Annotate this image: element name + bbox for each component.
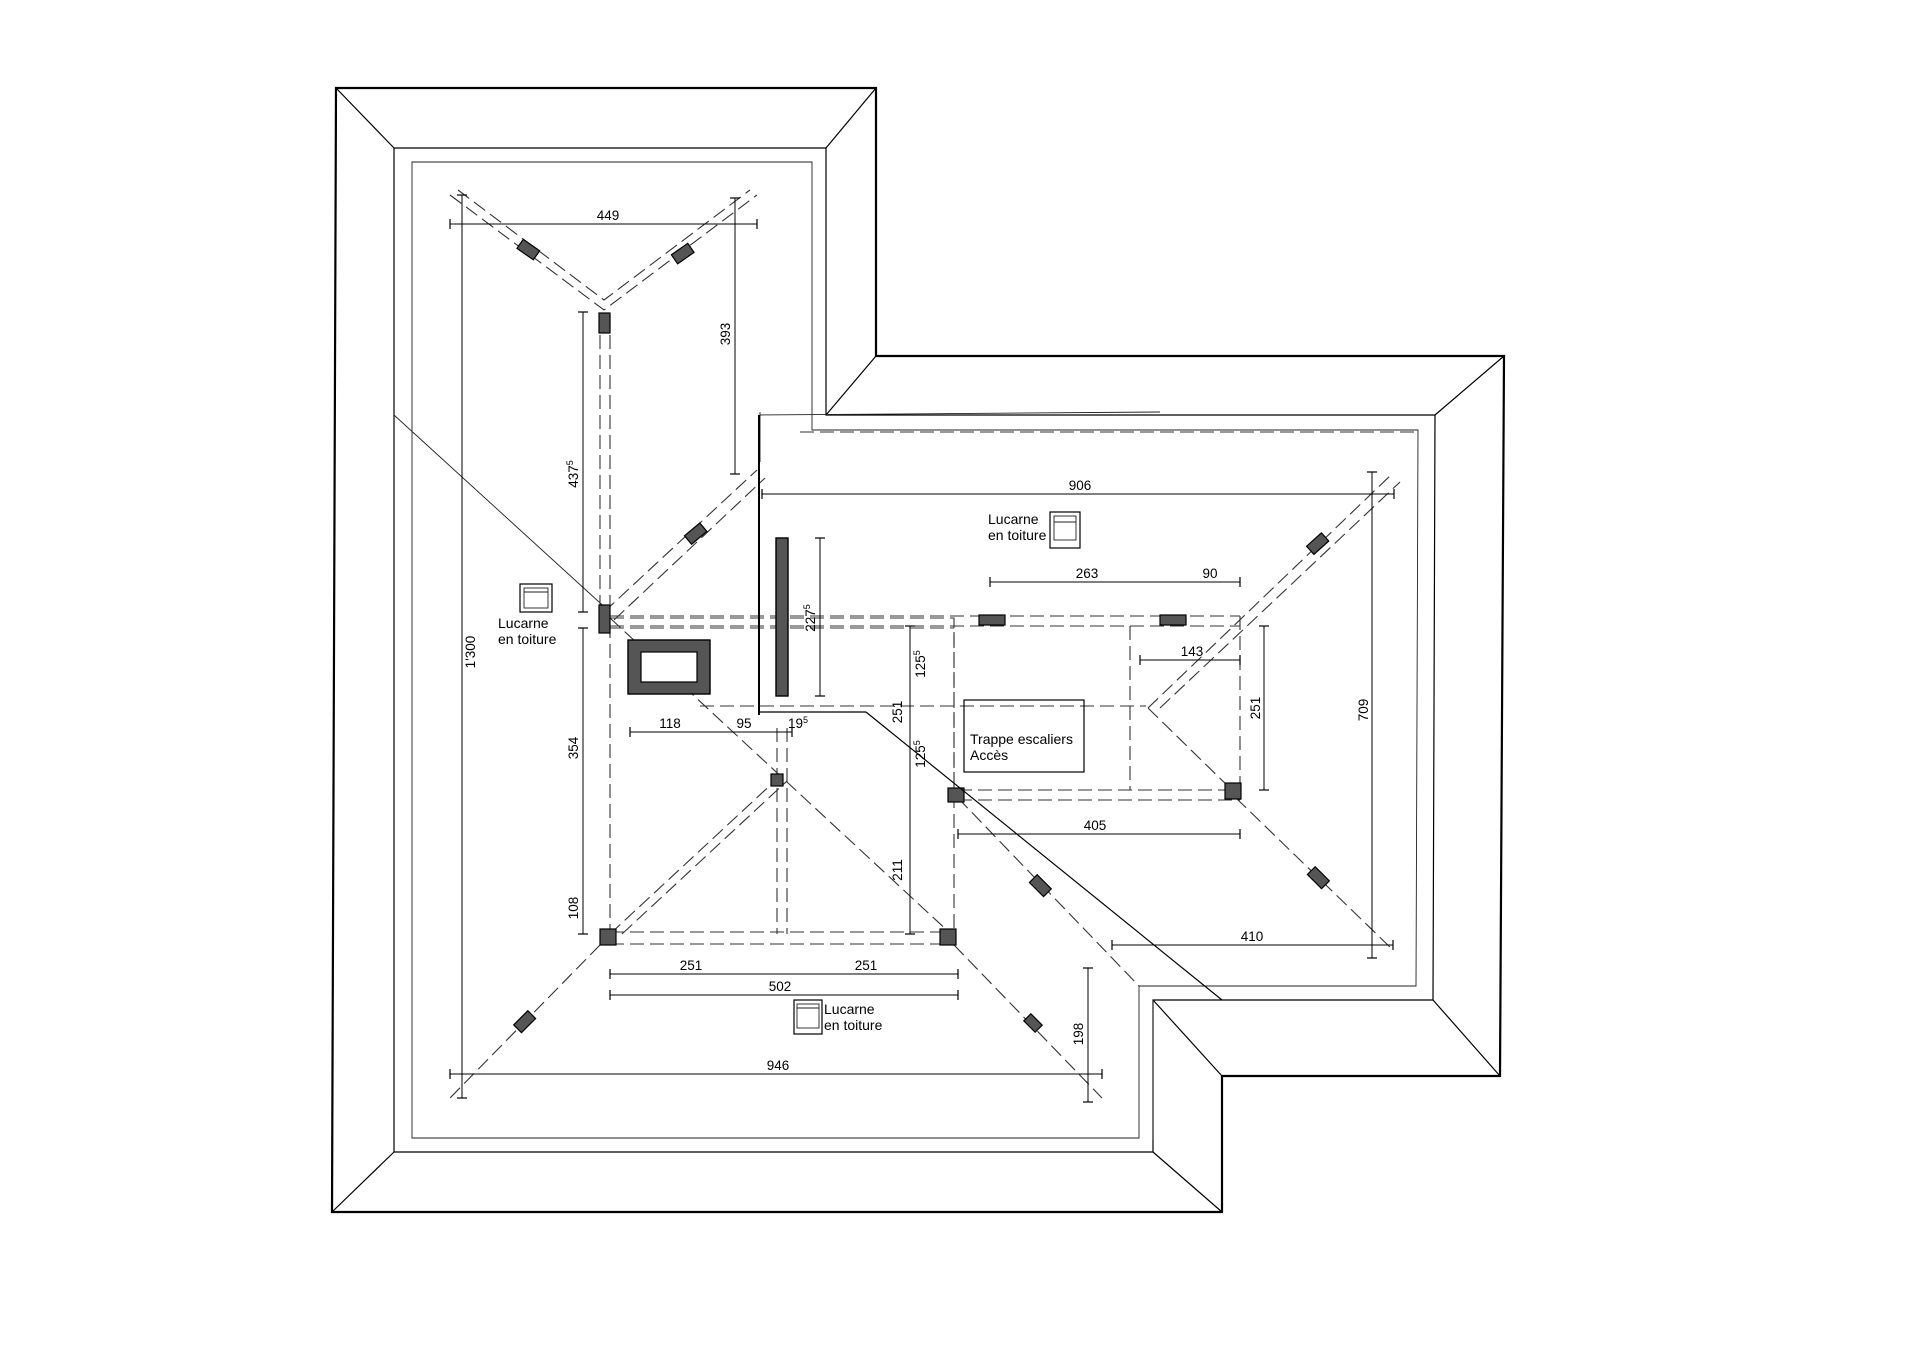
wall-line xyxy=(758,415,760,715)
block-s1 xyxy=(512,1009,537,1034)
dim-263: 263 xyxy=(1076,566,1099,581)
skylight-icons xyxy=(519,511,1081,1035)
frame-diag-b2 xyxy=(621,780,788,935)
dim-410: 410 xyxy=(1241,929,1264,944)
block-center xyxy=(770,773,784,787)
label-lucarne-north: Lucarne en toiture xyxy=(988,511,1047,543)
block-center-w xyxy=(598,604,611,634)
dim-125-bottom: 1255 xyxy=(912,740,928,768)
chimney-hole xyxy=(640,651,698,683)
hip-corner-nw xyxy=(335,87,395,149)
label-lucarne-west: Lucarne en toiture xyxy=(498,615,557,647)
dim-946: 946 xyxy=(767,1058,790,1073)
dim-437: 4375 xyxy=(565,460,581,488)
dim-211: 211 xyxy=(890,859,905,881)
dim-118: 118 xyxy=(659,716,681,731)
block-ridge-2 xyxy=(1159,614,1187,626)
dim-95: 95 xyxy=(736,716,751,731)
dim-108: 108 xyxy=(566,897,581,920)
block-e2 xyxy=(1224,782,1242,800)
block-e1 xyxy=(1305,532,1330,556)
block-n2 xyxy=(670,242,695,265)
block-e3 xyxy=(1306,865,1331,890)
label-trappe: Trappe escaliers Accès xyxy=(970,731,1077,763)
dim-393: 393 xyxy=(718,323,733,346)
dim-502: 502 xyxy=(769,979,792,994)
fold-line-west xyxy=(393,414,611,613)
dim-125-top: 1255 xyxy=(912,650,928,678)
skylight-icon-north xyxy=(1049,511,1081,549)
fold-line-top xyxy=(759,411,1161,416)
dim-90: 90 xyxy=(1202,566,1217,581)
dim-251-center: 251 xyxy=(855,958,878,973)
dimension-lines xyxy=(449,194,1395,1103)
ridge-north-y xyxy=(449,194,758,311)
dim-906: 906 xyxy=(1069,478,1092,493)
dim-251-left: 251 xyxy=(680,958,703,973)
roof-outer-edge xyxy=(330,86,1506,1214)
hip-corner-se xyxy=(1152,1151,1223,1213)
dim-449: 449 xyxy=(597,208,620,223)
dim-1300: 1'300 xyxy=(463,636,478,669)
valley-north-east xyxy=(603,469,758,613)
block-se-corner xyxy=(939,928,957,946)
annotations: Lucarne en toiture Lucarne en toiture Lu… xyxy=(498,511,1077,1033)
block-n3 xyxy=(598,312,611,334)
skylight-icon-west xyxy=(519,583,553,613)
dim-709: 709 xyxy=(1356,699,1371,722)
hip-east-ne xyxy=(1147,473,1393,709)
hip-corner-sw xyxy=(331,1151,395,1213)
hip-corner-ne xyxy=(825,87,877,149)
wall-diag xyxy=(865,711,1223,1001)
dim-354: 354 xyxy=(566,736,581,759)
frame-diag-b xyxy=(609,778,778,935)
hip-corner-east-bottom xyxy=(1432,999,1501,1077)
block-se1 xyxy=(1028,873,1053,898)
dimension-texts: 449 393 4375 1'300 354 108 906 263 90 14… xyxy=(463,208,1371,1073)
roof-inner-edge xyxy=(393,147,1436,1153)
valley-north-east-b xyxy=(613,477,766,621)
dim-251-vertical: 251 xyxy=(890,701,905,724)
block-n4 xyxy=(683,522,708,546)
hip-east-ne-b xyxy=(1159,481,1401,709)
block-ridge-1 xyxy=(978,614,1006,626)
block-inner xyxy=(947,787,965,803)
hip-east-se xyxy=(1147,707,1235,793)
steel-beam xyxy=(775,537,789,697)
roof-outline xyxy=(330,86,1506,1214)
openings xyxy=(627,415,1223,1001)
dim-405: 405 xyxy=(1084,818,1107,833)
hip-corner-east-top xyxy=(1434,355,1505,416)
skylight-icon-south xyxy=(793,999,823,1035)
structure-lines xyxy=(449,189,1418,1099)
block-s2 xyxy=(1022,1012,1044,1034)
ridge-north-y-inner xyxy=(457,189,751,301)
label-lucarne-south: Lucarne en toiture xyxy=(824,1001,883,1033)
valley-corner xyxy=(825,355,877,416)
dim-251-right: 251 xyxy=(1248,697,1263,720)
dim-19: 195 xyxy=(788,715,808,731)
dim-198: 198 xyxy=(1071,1023,1086,1046)
beam-blocks xyxy=(512,238,1331,1034)
hip-corner-inner xyxy=(1152,999,1223,1077)
block-n1 xyxy=(516,238,541,261)
dim-143: 143 xyxy=(1181,644,1204,659)
dim-227: 2275 xyxy=(802,604,818,632)
roof-gutter-line xyxy=(411,161,1419,1139)
trappe-box xyxy=(963,699,1085,773)
block-sw-corner xyxy=(599,928,617,946)
